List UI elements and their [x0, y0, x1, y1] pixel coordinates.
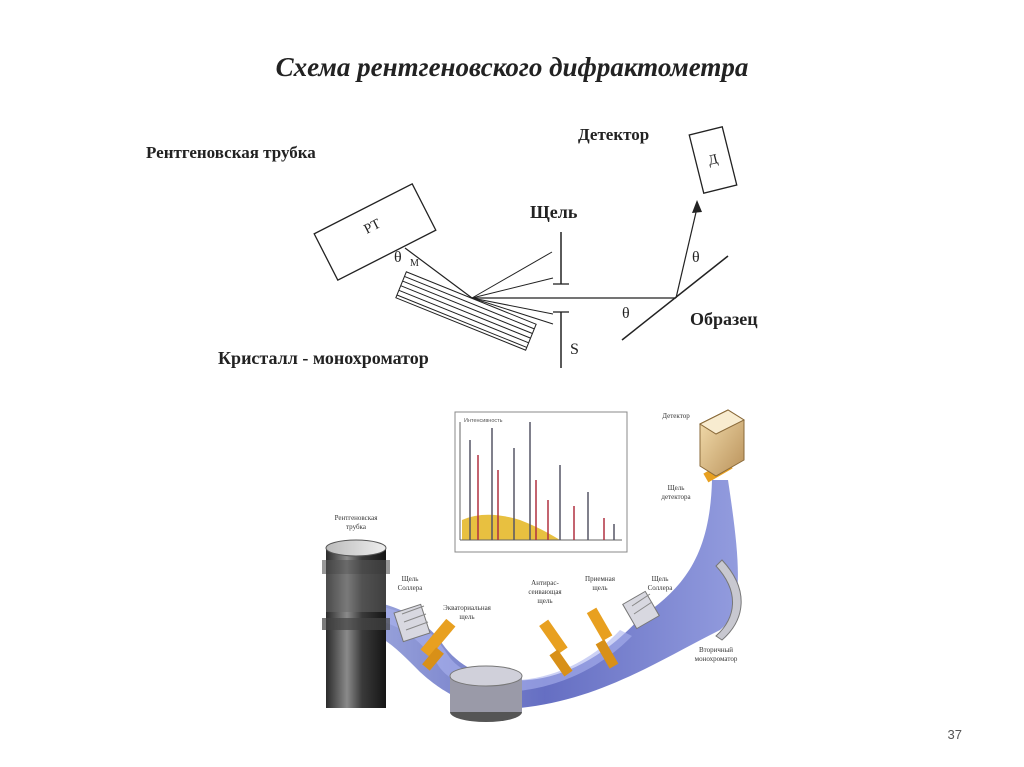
tube-box-label: РТ	[362, 216, 384, 237]
diffracted-ray	[471, 297, 554, 325]
ill-secondary-1: Вторичный	[699, 646, 733, 654]
antiscatter-slit-lower	[549, 649, 573, 677]
theta-incident: θ	[622, 305, 630, 322]
ill-detector-slit-2: детектора	[661, 493, 691, 501]
monochromator-crystal	[395, 271, 537, 351]
diffracted-ray	[471, 297, 554, 315]
detector-box-label: Д	[707, 152, 720, 169]
ill-detector: Детектор	[662, 412, 690, 420]
page-number: 37	[947, 727, 962, 742]
ill-soller1-1: Щель	[402, 575, 419, 583]
illustration-xray-tube	[322, 539, 390, 708]
theta-m-subscript: М	[410, 258, 419, 269]
illustration-detector	[698, 409, 746, 477]
equatorial-slit-lower	[422, 647, 444, 671]
ill-soller2-1: Щель	[652, 575, 669, 583]
sample-label: Образец	[690, 309, 758, 329]
detector-label: Детектор	[578, 125, 649, 144]
inset-diffraction-pattern: Интенсивность	[454, 411, 628, 553]
crystal-label: Кристалл - монохроматор	[218, 348, 429, 368]
equatorial-slit	[420, 618, 456, 658]
receiving-slit-lower	[595, 639, 619, 669]
ill-antiscatter-3: щель	[537, 597, 552, 605]
reflected-beam	[675, 207, 698, 299]
inset-y-label: Интенсивность	[464, 418, 503, 424]
ill-detector-slit-1: Щель	[668, 484, 685, 492]
diffracted-ray	[471, 251, 553, 299]
theta-m-symbol: θ	[394, 249, 402, 266]
slit-s-label: S	[570, 341, 579, 358]
xray-beam-path	[352, 480, 738, 709]
ill-receiving-2: щель	[592, 584, 607, 592]
soller-slit-1	[393, 603, 431, 643]
ill-secondary-2: монохроматор	[695, 655, 738, 663]
ill-equatorial-2: щель	[459, 613, 474, 621]
soller-slit-2	[622, 590, 660, 630]
diffracted-ray	[471, 277, 554, 299]
ill-antiscatter-1: Антирас-	[531, 579, 559, 587]
ill-soller2-2: Соллера	[648, 584, 674, 592]
reflected-beam-arrowhead	[692, 200, 702, 213]
page-title: Схема рентгеновского дифрактометра	[275, 52, 749, 82]
secondary-monochromator	[715, 559, 742, 641]
incident-beam	[404, 247, 473, 299]
slit-label: Щель	[530, 202, 578, 222]
ill-equatorial-1: Экваториальная	[443, 604, 492, 612]
ill-tube-label-1: Рентгеновская	[335, 514, 379, 522]
ill-soller1-2: Соллера	[398, 584, 424, 592]
sample-plane	[621, 255, 729, 341]
antiscatter-slit	[539, 619, 568, 654]
xray-tube-box: РТ	[313, 182, 437, 282]
sample-stage	[449, 665, 523, 722]
receiving-slit	[586, 607, 613, 641]
detector-box: Д	[688, 125, 738, 195]
ill-antiscatter-2: сеивающая	[528, 588, 562, 596]
ill-receiving-1: Приемная	[585, 575, 616, 583]
ill-tube-label-2: трубка	[346, 523, 367, 531]
tube-label: Рентгеновская трубка	[146, 143, 316, 162]
theta-reflected: θ	[692, 249, 700, 266]
